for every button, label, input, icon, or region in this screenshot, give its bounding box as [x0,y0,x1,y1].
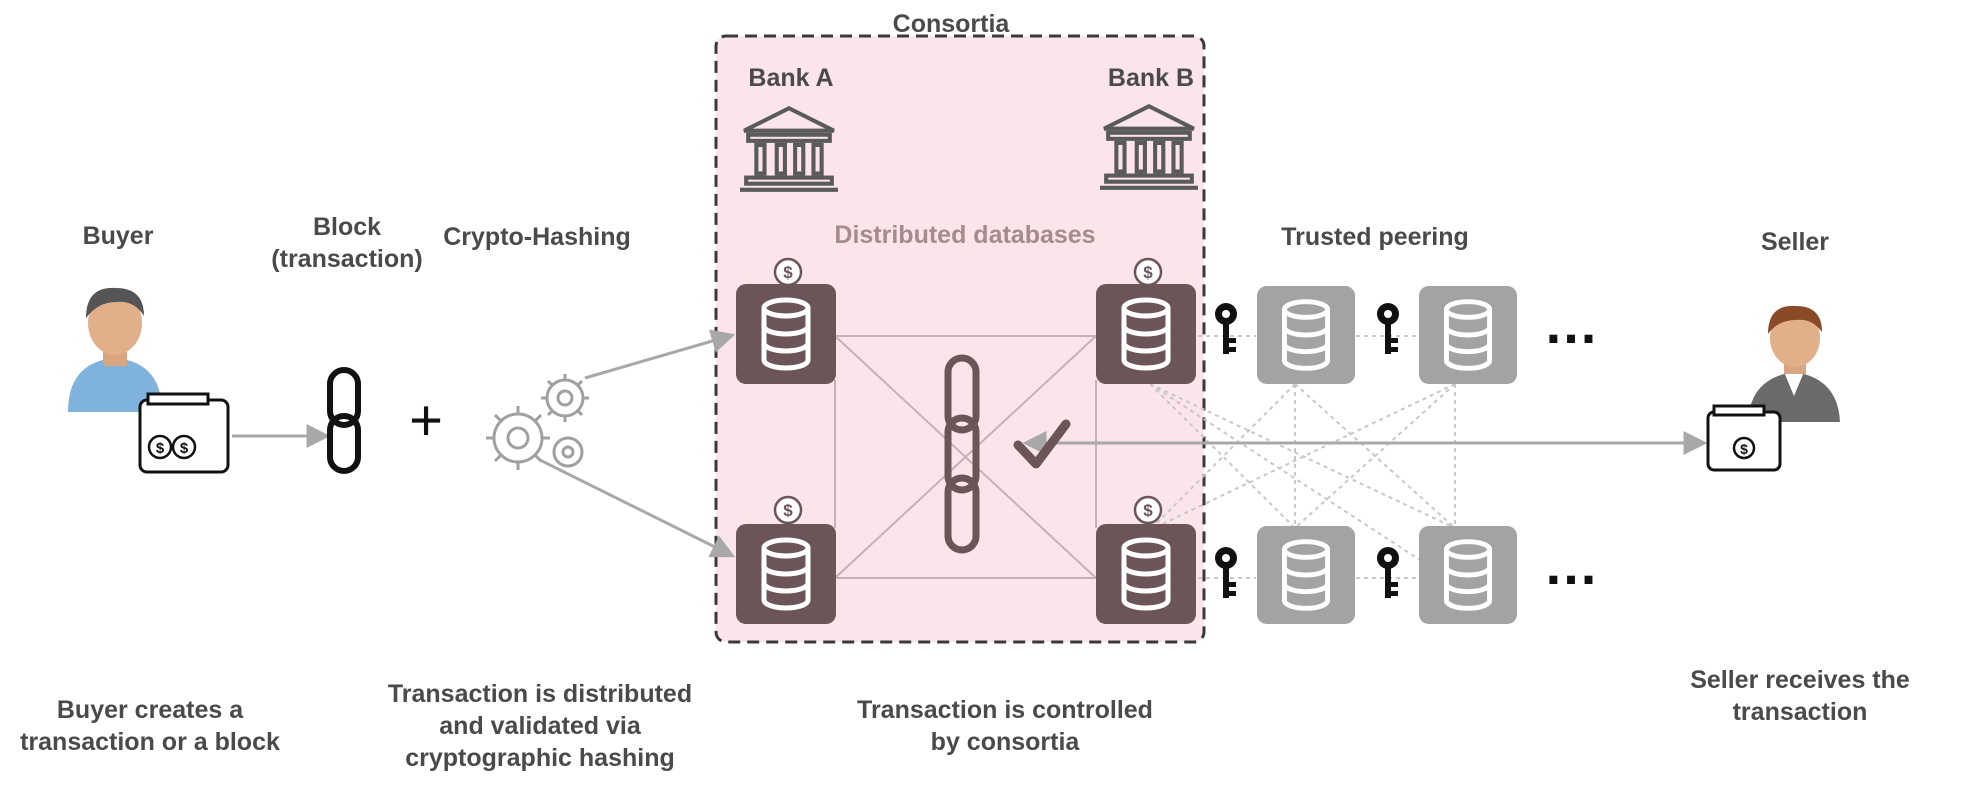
hash-caption-line3: cryptographic hashing [405,744,675,772]
buyer-label: Buyer [82,222,154,250]
bank-b-db-top [1096,284,1196,384]
hash-caption-line2: and validated via [439,712,641,740]
bank-a-db-bottom [736,524,836,624]
hash-caption-line1: Transaction is distributed [387,680,693,708]
key-icon [1377,303,1399,354]
hash-to-bank-a-top-arrow [584,329,736,380]
block-label-line1: Block [312,213,382,241]
dollar-coin-icon [773,257,803,287]
block-chain-icon [327,367,361,474]
consortia-chain-icon [944,354,980,554]
ellipsis-top: ... [1545,292,1599,355]
peer-db [1419,526,1517,624]
peer-db [1419,286,1517,384]
buyer-wallet-icon: $ $ [138,392,230,474]
consortia-links [834,335,1097,579]
consortia-caption-line1: Transaction is controlled [857,696,1153,724]
bank-a-db-top [736,284,836,384]
ellipsis-bottom: ... [1545,533,1599,596]
checkmark-icon [1013,419,1071,469]
svg-text:$: $ [180,440,189,457]
consortia-title: Consortia [892,10,1010,38]
crypto-hashing-label: Crypto-Hashing [443,223,631,251]
block-label-line2: (transaction) [271,245,423,273]
key-icon [1215,303,1237,354]
peer-db [1257,286,1355,384]
distributed-databases-label: Distributed databases [834,221,1096,249]
consortia-caption: Transaction is controlled by consortia [820,694,1190,758]
buyer-caption-line1: Buyer creates a [56,696,244,724]
seller-caption: Seller receives the transaction [1660,664,1940,728]
seller-avatar-icon [1748,305,1840,422]
svg-text:$: $ [1740,441,1748,457]
consortia-box [714,34,1206,644]
hash-caption: Transaction is distributed and validated… [360,678,720,774]
peer-db [1257,526,1355,624]
consortia-caption-line2: by consortia [930,728,1080,756]
key-icon [1215,547,1237,598]
bank-a-label: Bank A [748,64,834,92]
seller-caption-line1: Seller receives the [1690,666,1910,694]
svg-text:$: $ [156,440,165,457]
bank-b-label: Bank B [1107,64,1195,92]
key-icon [1377,547,1399,598]
bank-b-db-bottom [1096,524,1196,624]
seller-caption-line2: transaction [1732,698,1868,726]
buyer-caption-line2: transaction or a block [20,728,280,756]
dollar-coin-icon [773,495,803,525]
plus-sign: + [409,388,443,453]
dollar-coin-icon [1133,495,1163,525]
trusted-peering-label: Trusted peering [1281,223,1469,251]
buyer-avatar-icon [68,287,162,412]
hash-to-bank-a-bottom-arrow [539,458,736,558]
dollar-coin-icon [1133,257,1163,287]
seller-label: Seller [1760,228,1830,256]
gears-icon [486,374,589,470]
seller-wallet-icon: $ [1706,404,1782,472]
buyer-caption: Buyer creates a transaction or a block [2,694,298,758]
